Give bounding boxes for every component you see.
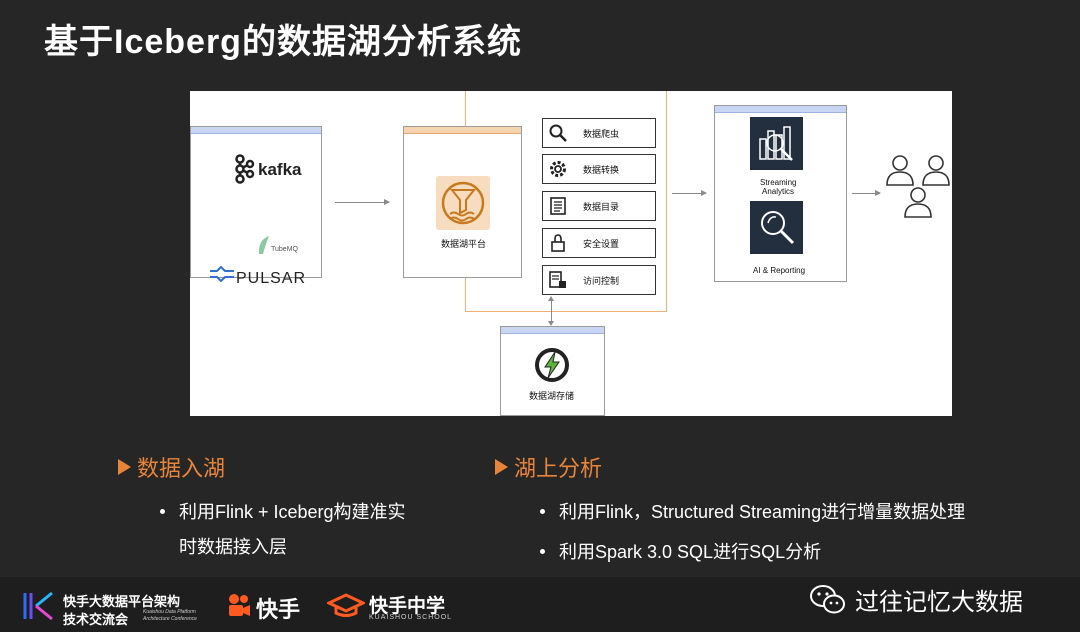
arrow-tools-to-storage: [551, 298, 552, 324]
ai-reporting-icon: [750, 201, 803, 254]
tool-security: 安全设置: [542, 228, 656, 258]
architecture-diagram: kafka TubeMQ PULSAR 数据湖平台 数据爬虫 数据转换 数据目录…: [190, 91, 952, 416]
kafka-icon: [235, 154, 255, 184]
school-logo-icon: [327, 593, 365, 617]
conference-name-line2: 技术交流会: [63, 612, 129, 627]
streaming-label-line1: Streaming: [760, 178, 797, 187]
arrow-head-down: [548, 321, 554, 326]
search-icon: [549, 124, 567, 142]
bullet-ingest: 利用Flink + Iceberg构建准实: [160, 498, 406, 524]
users-icon: [886, 155, 950, 218]
analytics-box: Streaming Analytics AI & Reporting: [714, 105, 847, 282]
access-control-icon: [549, 271, 566, 288]
section-heading-analysis: 湖上分析: [495, 451, 602, 483]
arrow-to-analytics: [672, 190, 707, 196]
gear-icon: [550, 161, 566, 177]
page-title: 基于Iceberg的数据湖分析系统: [44, 23, 522, 61]
platform-box: 数据湖平台: [403, 126, 522, 278]
tool-data-transform: 数据转换: [542, 154, 656, 184]
bullet-text: 利用Spark 3.0 SQL进行SQL分析: [559, 542, 822, 562]
pulsar-icon: [210, 266, 234, 282]
tool-label: 数据爬虫: [583, 129, 620, 139]
wechat-icon: [810, 585, 845, 614]
footer: 快手大数据平台架构 技术交流会 Kuaishou Data Platform A…: [0, 577, 1080, 632]
section-heading-text: 湖上分析: [514, 456, 603, 481]
school-brand: 快手中学: [369, 596, 446, 617]
sources-box: kafka TubeMQ PULSAR: [190, 126, 322, 287]
storage-box: 数据湖存储: [500, 326, 605, 416]
conference-name-line1: 快手大数据平台架构: [63, 594, 181, 609]
bullet-text: 利用Flink，Structured Streaming进行增量数据处理: [559, 502, 966, 522]
section-heading-text: 数据入湖: [137, 456, 226, 481]
arrow-head-up: [548, 296, 554, 301]
storage-label: 数据湖存储: [529, 391, 575, 401]
tool-label: 数据目录: [583, 202, 620, 212]
kuaishou-logo-icon: [229, 594, 250, 616]
tool-access-control: 访问控制: [542, 265, 656, 295]
arrow-bullet-icon: [118, 459, 131, 475]
streaming-analytics-icon: [750, 117, 803, 170]
tool-data-catalog: 数据目录: [542, 191, 656, 221]
kafka-label: kafka: [258, 160, 302, 179]
ai-reporting-label: AI & Reporting: [753, 266, 806, 275]
tool-data-crawler: 数据爬虫: [542, 118, 656, 148]
tool-label: 访问控制: [583, 276, 620, 286]
tubemq-label: TubeMQ: [271, 246, 298, 253]
storage-icon: [535, 348, 569, 382]
arrow-to-users: [852, 190, 881, 196]
pulsar-label: PULSAR: [236, 270, 307, 287]
data-lake-icon: [436, 176, 490, 230]
conference-en-line2: Architecture Conference: [143, 616, 197, 622]
bullet-text: 利用Flink + Iceberg构建准实: [179, 502, 406, 522]
arrow-sources-to-platform: [335, 199, 390, 205]
bullet-dot-icon: [540, 509, 545, 514]
school-brand-en: KUAISHOU SCHOOL: [369, 614, 453, 621]
tool-label: 安全设置: [583, 239, 620, 249]
catalog-icon: [550, 197, 566, 215]
tool-label: 数据转换: [583, 165, 620, 175]
bullet-dot-icon: [160, 509, 165, 514]
conference-en-line1: Kuaishou Data Platform: [143, 609, 196, 615]
conference-logo-icon: [23, 591, 53, 621]
bullet-dot-icon: [540, 549, 545, 554]
tubemq-icon: [258, 236, 269, 254]
platform-label: 数据湖平台: [441, 239, 487, 249]
wechat-account-name: 过往记忆大数据: [855, 589, 1023, 616]
lock-icon: [551, 234, 565, 252]
bullet-ingest-cont: 时数据接入层: [179, 537, 287, 557]
arrow-bullet-icon: [495, 459, 508, 475]
section-heading-ingest: 数据入湖: [118, 451, 225, 483]
kuaishou-brand: 快手: [256, 597, 301, 622]
bullet-analysis-1: 利用Flink，Structured Streaming进行增量数据处理: [540, 498, 965, 524]
streaming-label-line2: Analytics: [762, 187, 795, 196]
bullet-analysis-2: 利用Spark 3.0 SQL进行SQL分析: [540, 538, 821, 564]
